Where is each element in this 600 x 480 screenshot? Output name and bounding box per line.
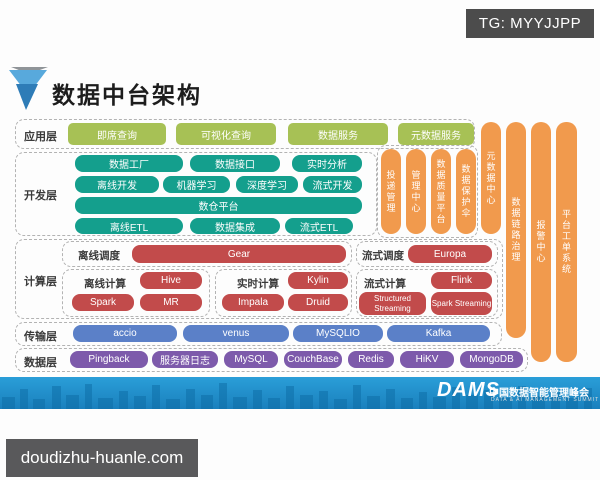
stream-sched-label: 流式调度 <box>362 250 404 262</box>
offline-compute-frame <box>62 269 210 317</box>
city-skyline-icon <box>2 383 592 409</box>
sidebar-delivery-management: 投递管理 <box>381 149 401 234</box>
site-watermark: doudizhu-huanle.com <box>6 439 198 477</box>
app-layer-label: 应用层 <box>24 131 57 143</box>
app-box-adhoc-query: 即席查询 <box>68 123 166 145</box>
dams-logo: DAMS <box>437 379 500 401</box>
realtime-compute-frame <box>215 269 352 317</box>
dev-layer-frame <box>15 152 377 236</box>
stream-compute-frame <box>356 269 498 317</box>
dev-box-machine-learning: 机器学习 <box>163 176 230 193</box>
dev-box-data-interface: 数据接口 <box>190 155 280 172</box>
page-title: 数据中台架构 <box>52 82 202 108</box>
dev-box-warehouse-platform: 数仓平台 <box>75 197 362 214</box>
transport-layer-frame <box>15 322 502 346</box>
tg-badge: TG: MYYJJPP <box>466 9 594 38</box>
compute-box-europa: Europa <box>408 245 492 263</box>
stream-compute-label: 流式计算 <box>364 278 406 290</box>
compute-box-flink: Flink <box>431 272 492 289</box>
sidebar-data-link-governance: 数据链路治理 <box>506 122 526 338</box>
compute-layer-frame <box>15 239 503 319</box>
data-layer-label: 数据层 <box>24 357 57 369</box>
transport-box-mysqlio: MySQLIO <box>293 325 383 342</box>
transport-box-kafka: Kafka <box>387 325 490 342</box>
app-box-data-service: 数据服务 <box>288 123 388 145</box>
data-box-server-log: 服务器日志 <box>152 351 218 368</box>
data-box-redis: Redis <box>348 351 394 368</box>
transport-box-accio: accio <box>73 325 177 342</box>
transport-box-venus: venus <box>183 325 289 342</box>
data-layer-frame <box>15 348 528 372</box>
dev-box-data-factory: 数据工厂 <box>75 155 183 172</box>
compute-box-spark-streaming: Spark Streaming <box>431 292 492 315</box>
realtime-compute-label: 实时计算 <box>237 278 279 290</box>
dev-box-offline-etl: 离线ETL <box>75 218 183 234</box>
data-box-mysql: MySQL <box>224 351 278 368</box>
dev-box-deep-learning: 深度学习 <box>236 176 298 193</box>
offline-sched-label: 离线调度 <box>78 250 120 262</box>
data-box-hikv: HiKV <box>400 351 454 368</box>
compute-box-hive: Hive <box>140 272 202 289</box>
sidebar-management-center: 管理中心 <box>406 149 426 234</box>
compute-box-druid: Druid <box>288 294 348 311</box>
dev-box-realtime-analysis: 实时分析 <box>292 155 362 172</box>
dev-layer-label: 开发层 <box>24 190 57 202</box>
offline-sched-frame <box>62 241 352 267</box>
sidebar-platform-ticket-system: 平台工单系统 <box>556 122 577 362</box>
compute-layer-label: 计算层 <box>24 276 57 288</box>
compute-box-gear: Gear <box>132 245 346 263</box>
dev-box-offline-dev: 离线开发 <box>75 176 159 193</box>
triangle-logo-icon <box>9 67 48 110</box>
data-box-pingback: Pingback <box>70 351 148 368</box>
offline-compute-label: 离线计算 <box>84 278 126 290</box>
data-box-couchbase: CouchBase <box>284 351 342 368</box>
dev-box-stream-dev: 流式开发 <box>303 176 362 193</box>
sidebar-data-protection: 数据保护伞 <box>456 149 476 234</box>
management-bars-frame <box>377 145 478 238</box>
banner-subtitle: DATA & AI MANAGEMENT SUMMIT <box>491 397 600 403</box>
stream-sched-frame <box>356 241 498 267</box>
app-box-metadata-service: 元数据服务 <box>398 123 474 145</box>
app-layer-frame <box>15 119 475 149</box>
dev-box-data-integration: 数据集成 <box>190 218 280 234</box>
sidebar-data-quality-platform: 数据质量平台 <box>431 149 451 234</box>
app-box-visual-query: 可视化查询 <box>176 123 276 145</box>
compute-box-impala: Impala <box>222 294 284 311</box>
conference-banner: DAMS 中国数据智能管理峰会 DATA & AI MANAGEMENT SUM… <box>0 377 600 409</box>
data-box-mongodb: MongoDB <box>460 351 523 368</box>
compute-box-mr: MR <box>140 294 202 311</box>
sidebar-alert-center: 报警中心 <box>531 122 551 362</box>
compute-box-structured-streaming: Structured Streaming <box>359 292 426 315</box>
dev-box-stream-etl: 流式ETL <box>285 218 353 234</box>
transport-layer-label: 传输层 <box>24 331 57 343</box>
banner-title: 中国数据智能管理峰会 <box>489 388 589 399</box>
sidebar-metadata-center: 元数据中心 <box>481 122 501 234</box>
compute-box-spark: Spark <box>72 294 134 311</box>
compute-box-kylin: Kylin <box>288 272 348 289</box>
